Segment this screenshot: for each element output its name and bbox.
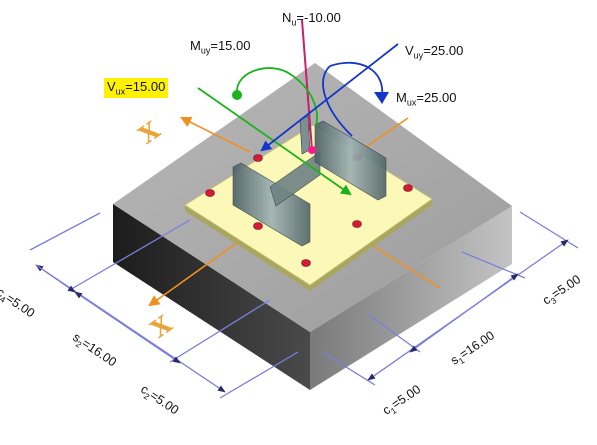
- anchor-bolt: [253, 154, 263, 162]
- label-mux: Mux=25.00: [396, 90, 457, 108]
- anchor-bolt: [253, 222, 263, 230]
- label-muy: Muy=15.00: [190, 38, 251, 56]
- moment-muy-arrow: [232, 67, 318, 127]
- dimension-lines: [29, 211, 579, 399]
- flange-left: [232, 162, 311, 247]
- label-vux: Vux=15.00: [104, 78, 169, 98]
- shear-vuy-arrow: [260, 43, 399, 152]
- anchor-bolt: [352, 220, 362, 228]
- axial-load-arrow: [301, 19, 316, 154]
- anchor-bolt: [301, 259, 311, 267]
- anchor-bolt: [403, 184, 413, 192]
- anchor-bolts: [205, 124, 413, 267]
- label-vuy: Vuy=25.00: [405, 43, 464, 61]
- flange-right: [314, 120, 387, 201]
- label-nu: Nu=-10.00: [282, 10, 341, 28]
- anchor-bolt: [205, 189, 215, 197]
- moment-mux-arrow: [322, 61, 389, 137]
- web-segment: [269, 151, 321, 207]
